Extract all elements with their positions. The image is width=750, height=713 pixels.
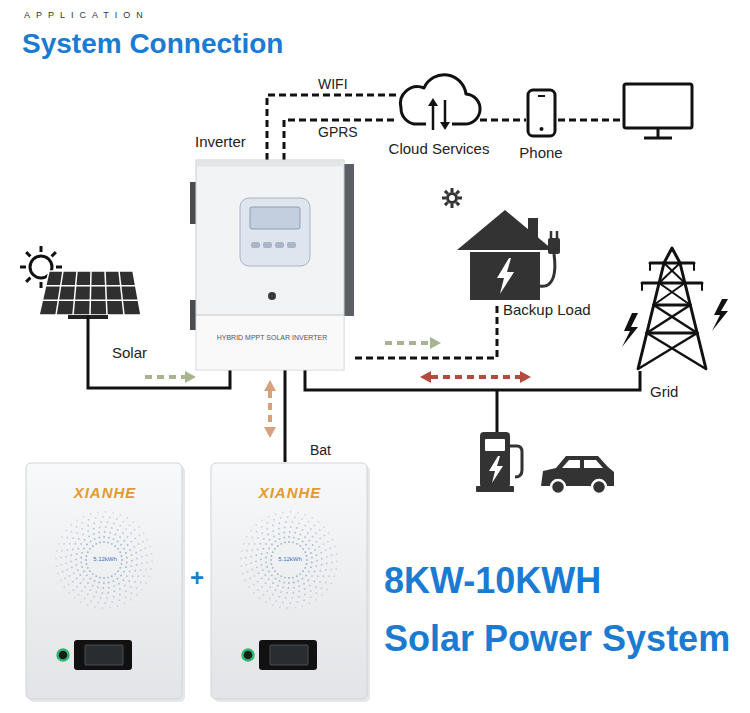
monitor-icon — [624, 84, 692, 138]
wire-connector — [355, 303, 497, 358]
wire-connector — [267, 95, 398, 160]
wire-connector — [305, 370, 640, 390]
section-tag: APPLICATION — [24, 10, 149, 20]
solar-icon — [15, 243, 143, 338]
tower-icon — [618, 243, 730, 371]
capacity-heading: 8KW-10KWH — [384, 560, 601, 601]
phone-icon — [526, 88, 557, 138]
cloud-icon — [398, 72, 480, 132]
wire-connector — [264, 370, 285, 462]
brand-text: XIANHE — [259, 484, 322, 501]
phone-node: Phone — [526, 88, 557, 138]
inverter-unit: InverterHYBRID MPPT SOLAR INVERTER — [190, 160, 355, 370]
solar-panel: Solar — [15, 243, 143, 338]
plus-sign: + — [190, 564, 204, 592]
house-icon — [440, 188, 565, 303]
ev-charger-icon — [476, 432, 522, 492]
backup-load: Backup Load — [440, 188, 565, 303]
brand-text: XIANHE — [74, 484, 137, 501]
page-title: System Connection — [22, 28, 283, 60]
node-label: Grid — [650, 383, 678, 400]
node-label: Solar — [112, 344, 147, 361]
dashed-link — [558, 120, 622, 121]
cloud-node: Cloud Services — [398, 72, 480, 132]
node-label: Inverter — [195, 133, 246, 150]
wire-connector — [284, 120, 398, 160]
connector-label: GPRS — [316, 124, 360, 140]
connector-label: WIFI — [316, 76, 350, 92]
model-text: HYBRID MPPT SOLAR INVERTER — [217, 334, 328, 342]
charger-wire — [497, 390, 498, 432]
car-icon — [541, 456, 614, 494]
node-label: Backup Load — [503, 301, 591, 318]
system-heading: Solar Power System — [384, 618, 730, 659]
capacity-text: 5.12kWh — [278, 556, 302, 563]
battery-pack: XIANHE 5.12kWh — [210, 462, 370, 702]
battery-pack: XIANHE 5.12kWh — [25, 462, 185, 702]
wire-connector — [480, 120, 526, 121]
connector-label: Bat — [308, 442, 333, 458]
grid-tower: Grid — [618, 243, 730, 371]
capacity-text: 5.12kWh — [93, 556, 117, 563]
node-label: Phone — [519, 144, 562, 161]
node-label: Cloud Services — [389, 140, 490, 157]
